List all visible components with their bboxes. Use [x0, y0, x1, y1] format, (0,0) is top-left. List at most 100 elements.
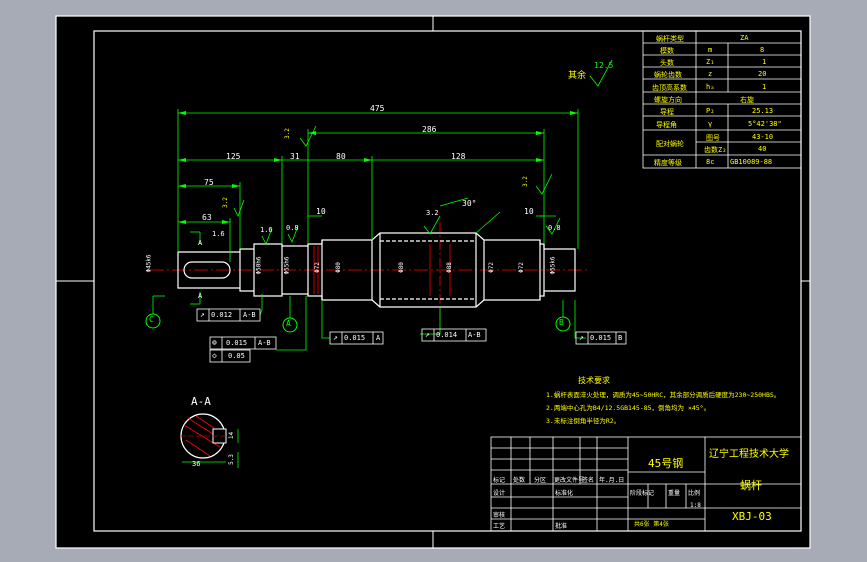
- param-sym-5: hₐ: [706, 83, 715, 91]
- param-sym-10: 齿数Z₂: [704, 146, 727, 154]
- dim-5-3: 5.3: [227, 454, 235, 465]
- tb-material: 45号钢: [648, 457, 684, 470]
- hidden-lines: [313, 244, 451, 296]
- param-name-5: 齿顶高系数: [652, 84, 687, 92]
- tol4-sym: ↗: [579, 333, 584, 342]
- datum-b: B: [559, 318, 564, 327]
- param-sym-3: Z₁: [706, 58, 715, 66]
- diam-72b: Φ72: [487, 262, 495, 273]
- param-val-9: 43-10: [752, 133, 774, 141]
- tb-school: 辽宁工程技术大学: [709, 449, 789, 460]
- diam-80b: Φ80: [397, 262, 405, 273]
- tb-scale: 1:8: [690, 502, 701, 509]
- param-val-8: 5°42'38": [748, 120, 782, 128]
- dim-80: 80: [336, 152, 346, 161]
- param-val-7: 25.13: [752, 107, 774, 115]
- rough-3: 1.6: [212, 230, 225, 238]
- tb-weight: 重量: [668, 490, 681, 497]
- diam-80a: Φ80: [334, 262, 342, 273]
- param-val-2: 8: [760, 46, 765, 54]
- param-sym-8: γ: [708, 120, 713, 128]
- param-val-10: 40: [758, 145, 767, 153]
- notes-line-1: 1.蜗杆表面淬火处理，调质为45~50HRC，其余部分调质后硬度为230~250…: [546, 391, 781, 399]
- tb-standard: 标准化: [555, 490, 574, 497]
- diam-55h6: Φ55h6: [283, 256, 291, 275]
- param-name-1: 蜗杆类型: [656, 35, 684, 43]
- diam-72a: Φ72: [313, 262, 321, 273]
- tb-head-2: 处数: [513, 477, 526, 484]
- dim-31: 31: [290, 152, 300, 161]
- tb-review: 审核: [493, 512, 506, 519]
- rough-1: 3.2: [283, 128, 291, 139]
- tb-head-1: 标记: [493, 477, 506, 484]
- param-name-7: 导程: [660, 108, 674, 116]
- section-mark-bottom: A: [198, 292, 203, 300]
- tb-head-5: 签名: [582, 477, 595, 484]
- dim-63: 63: [202, 213, 212, 222]
- dim-286: 286: [422, 125, 437, 134]
- tb-head-4: 更改文件号: [554, 477, 585, 484]
- angle-30: 30°: [462, 199, 477, 208]
- param-name-8: 导程角: [656, 121, 677, 129]
- rough-4: 1.6: [260, 226, 273, 234]
- tol1-ref: A-B: [243, 311, 256, 319]
- tb-approve: 批准: [555, 523, 568, 530]
- roughness-symbols: [233, 59, 613, 245]
- diam-45k6: Φ45k6: [145, 254, 153, 273]
- dimension-lines: [152, 109, 586, 351]
- datum-circles: [145, 313, 571, 333]
- tol3-ref: A-B: [468, 331, 481, 339]
- tb-design: 设计: [493, 490, 506, 497]
- dim-475: 475: [370, 104, 385, 113]
- tol3-val: 0.014: [436, 331, 458, 339]
- rough-6: 3.2: [426, 209, 439, 217]
- dim-125: 125: [226, 152, 241, 161]
- dim-10a: 10: [316, 207, 326, 216]
- param-val-4: 20: [758, 70, 767, 78]
- param-table: [642, 30, 802, 169]
- datum-a: A: [286, 319, 291, 328]
- tol6-sym: ◇: [212, 351, 217, 360]
- shaft-outline: [177, 232, 576, 308]
- param-val-6: 右旋: [740, 96, 754, 104]
- param-val-3: 1: [762, 58, 767, 66]
- dim-75: 75: [204, 178, 214, 187]
- rough-5: 0.8: [286, 224, 299, 232]
- param-sym-11: 8c: [706, 158, 715, 166]
- tb-sheets: 共6张 第4张: [634, 521, 669, 528]
- diam-50h6: Φ50h6: [255, 256, 263, 275]
- rough-rest-value: 12.5: [594, 61, 614, 70]
- tol4-ref: B: [618, 334, 623, 342]
- param-sym-9: 图号: [706, 134, 720, 142]
- rough-2: 3.2: [521, 176, 529, 187]
- notes-line-2: 2.两端中心孔为B4/12.5GB145-85，倒角均为 ×45°。: [546, 404, 711, 412]
- dim-36: 36: [192, 460, 201, 468]
- title-block: [490, 436, 802, 532]
- tol5-val: 0.015: [226, 339, 248, 347]
- dim-14: 14: [228, 431, 236, 440]
- tb-ratio: 比例: [688, 490, 701, 497]
- param-val-1: ZA: [740, 34, 749, 42]
- tol2-sym: ↗: [333, 333, 338, 342]
- diam-88: Φ88: [445, 262, 453, 273]
- rough-rest-label: 其余: [568, 71, 587, 81]
- param-name-6: 螺旋方向: [654, 96, 682, 104]
- datum-c: C: [149, 315, 154, 324]
- zone-marks: [56, 16, 810, 548]
- param-val-5: 1: [762, 83, 767, 91]
- arrowheads: [178, 111, 578, 224]
- tol5-ref: A-B: [258, 339, 271, 347]
- tb-head-3: 分区: [534, 477, 547, 484]
- tol3-sym: ↗: [425, 330, 430, 339]
- param-sym-4: z: [708, 70, 713, 78]
- section-mark-top: A: [198, 239, 203, 247]
- tol4-val: 0.015: [590, 334, 612, 342]
- tb-head-6: 年.月.日: [599, 477, 625, 484]
- param-sym-2: m: [708, 46, 713, 54]
- tb-part-name: 蜗杆: [740, 479, 762, 492]
- section-aa: [180, 413, 239, 468]
- dim-128: 128: [451, 152, 466, 161]
- tb-drawing-code: XBJ-03: [732, 510, 772, 523]
- param-sym-7: P₂: [706, 107, 715, 115]
